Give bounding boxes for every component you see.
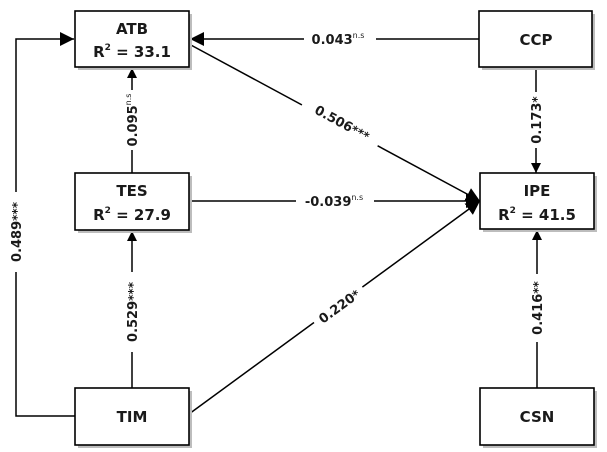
coef-label-csn-ipe: 0.416** (531, 280, 546, 334)
node-atb-r2: R2 = 33.1 (93, 43, 171, 61)
node-tes-title: TES (116, 182, 147, 200)
coef-label-tim-tes: 0.529*** (126, 281, 141, 342)
nodes-layer: ATB R2 = 33.1 CCP TES R2 = 27.9 IPE R2 =… (74, 10, 597, 448)
node-ccp-title: CCP (519, 31, 552, 49)
node-tes: TES R2 = 27.9 (74, 172, 192, 233)
node-tim: TIM (74, 387, 192, 448)
node-csn-title: CSN (520, 408, 555, 426)
node-tes-r2: R2 = 27.9 (93, 206, 171, 224)
coef-label-atb-ipe: 0.506*** (312, 103, 373, 145)
coef-label-tes-atb: 0.095n.s (124, 94, 141, 147)
coef-labels-layer: 0.043n.s 0.506*** 0.173* 0.095n.s -0.039… (9, 31, 546, 352)
node-atb: ATB R2 = 33.1 (74, 10, 192, 70)
node-atb-title: ATB (116, 20, 148, 38)
node-csn: CSN (479, 387, 597, 448)
coef-label-ccp-ipe: 0.173* (530, 96, 545, 144)
coef-label-ccp-atb: 0.043n.s (312, 31, 365, 48)
coef-label-tim-ipe: 0.220* (316, 287, 364, 328)
coef-label-tes-ipe: -0.039n.s (305, 193, 363, 210)
node-ipe: IPE R2 = 41.5 (479, 172, 597, 232)
node-ccp: CCP (478, 10, 595, 70)
coef-label-tim-atb: 0.489*** (10, 201, 25, 262)
node-ipe-r2: R2 = 41.5 (498, 206, 576, 224)
node-tim-title: TIM (117, 408, 148, 426)
node-ipe-title: IPE (524, 182, 551, 200)
